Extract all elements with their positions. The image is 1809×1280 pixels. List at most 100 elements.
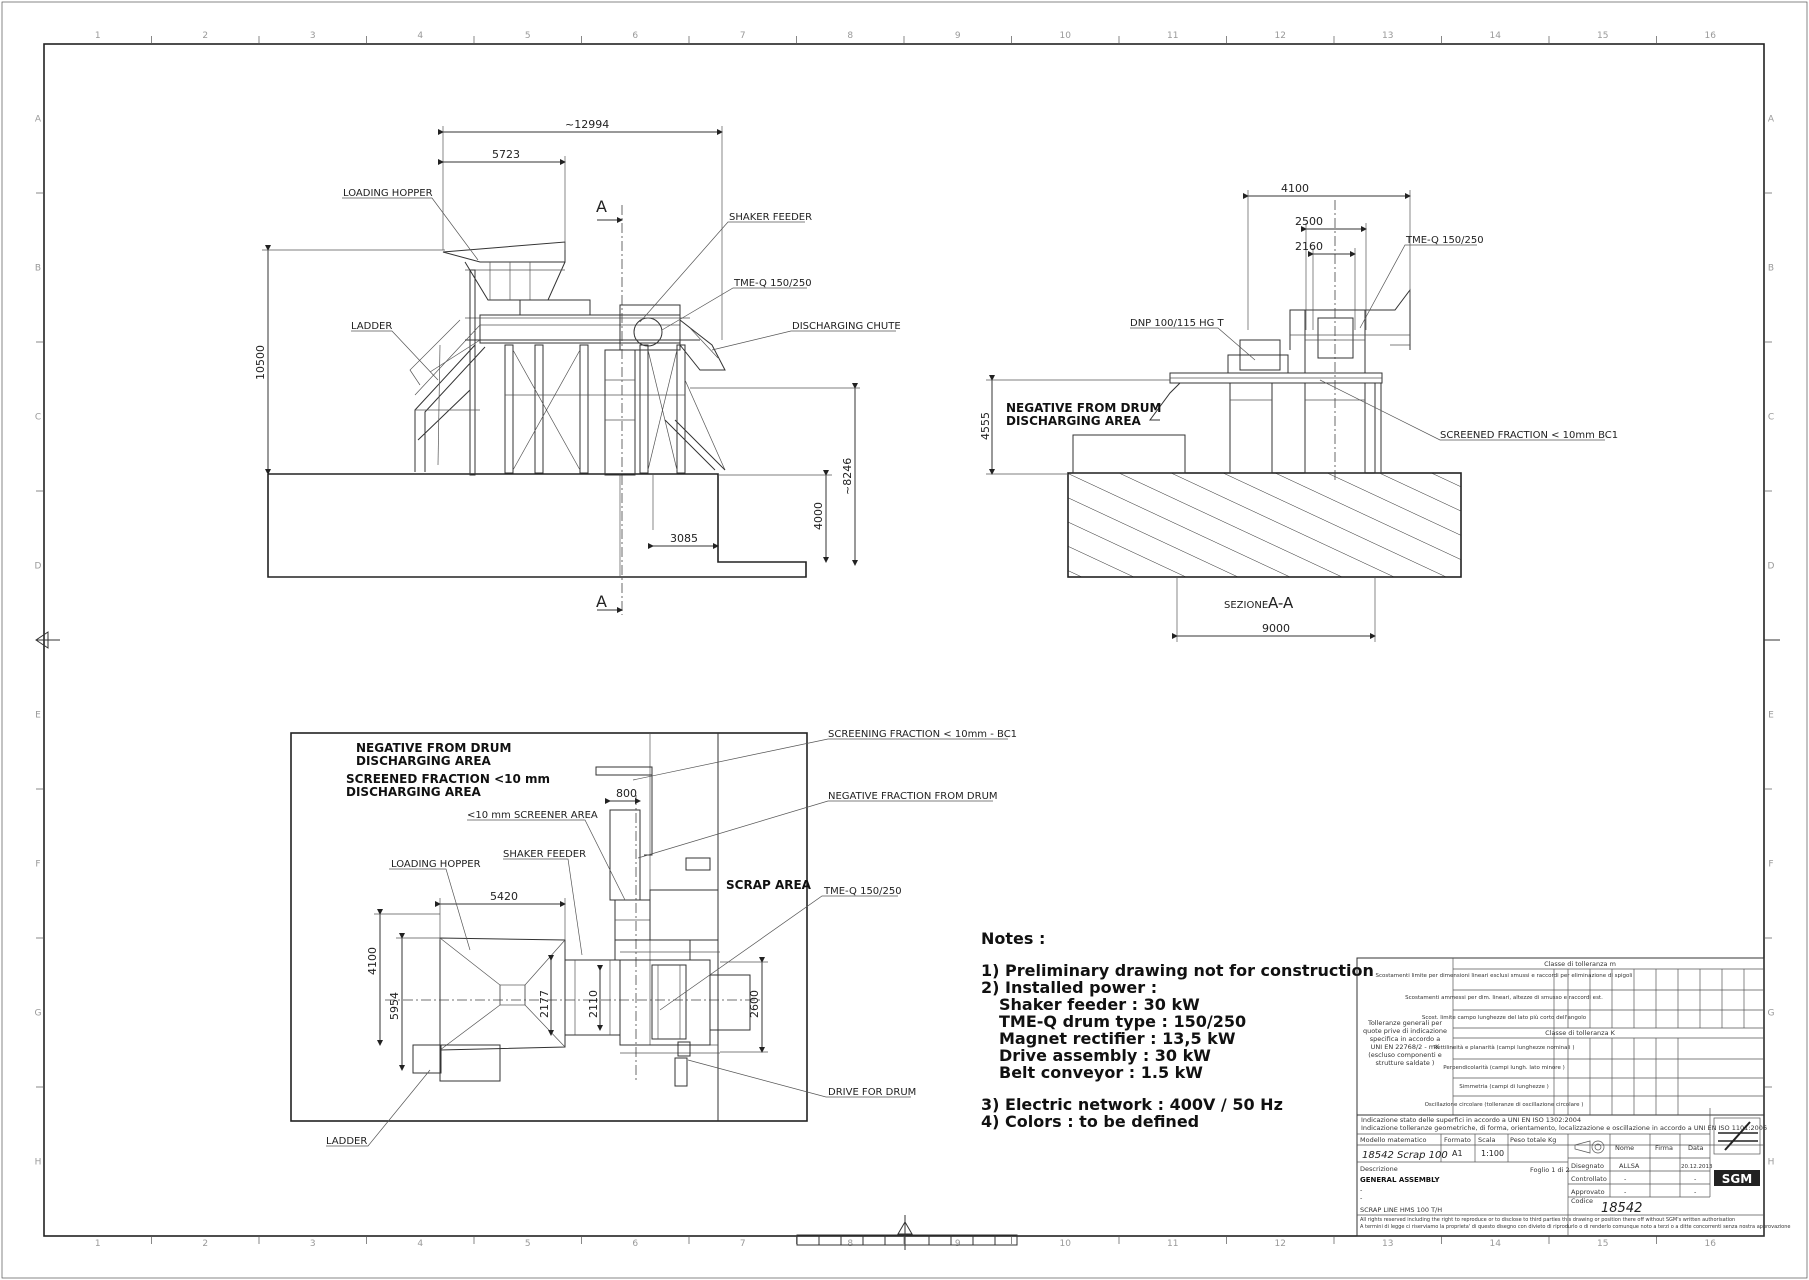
grid-col-label-top: 6 xyxy=(632,31,638,41)
note-1: 1) Preliminary drawing not for construct… xyxy=(981,961,1374,980)
svg-text:Scostamenti ammessi per dim. l: Scostamenti ammessi per dim. lineari, al… xyxy=(1405,995,1603,1001)
label-discharging-chute: DISCHARGING CHUTE xyxy=(792,321,901,332)
svg-text:Perpendicolarità (campi lungh.: Perpendicolarità (campi lungh. lato mino… xyxy=(1443,1064,1564,1071)
section-title-small: SEZIONE xyxy=(1224,600,1268,611)
data-value: 20.12.2013 xyxy=(1681,1164,1713,1170)
grid-col-label-bottom: 15 xyxy=(1597,1239,1608,1249)
grid-col-label-bottom: 5 xyxy=(525,1239,531,1249)
nome-label: Nome xyxy=(1615,1144,1634,1152)
svg-text:Rettilineità e planarità (camp: Rettilineità e planarità (campi lunghezz… xyxy=(1434,1044,1575,1051)
grid-col-label-bottom: 12 xyxy=(1275,1239,1286,1249)
label-shaker-feeder: SHAKER FEEDER xyxy=(729,212,812,223)
svg-text:(escluso componenti e: (escluso componenti e xyxy=(1368,1051,1442,1059)
section-title-big: A-A xyxy=(1268,594,1294,612)
plan-labels: NEGATIVE FROM DRUM DISCHARGING AREA SCRE… xyxy=(326,729,1017,1147)
line-name: SCRAP LINE HMS 100 T/H xyxy=(1360,1206,1442,1214)
sgm-logo: SGM xyxy=(1713,1117,1761,1186)
grid-col-label-bottom: 11 xyxy=(1167,1239,1178,1249)
surface-note: Indicazione stato delle superfici in acc… xyxy=(1361,1116,1581,1124)
foglio: Foglio 1 di 2 xyxy=(1530,1166,1570,1174)
grid-col-label-bottom: 4 xyxy=(417,1239,423,1249)
svg-text:UNI EN 22768/2 - mK: UNI EN 22768/2 - mK xyxy=(1371,1043,1440,1051)
dim-hopper-width: 5723 xyxy=(492,148,520,161)
grid-col-label-top: 4 xyxy=(417,31,423,41)
grid-col-label-top: 16 xyxy=(1705,31,1717,41)
label-plan-shaker-feeder: SHAKER FEEDER xyxy=(503,849,586,860)
classe-k: Classe di tolleranza K xyxy=(1545,1029,1616,1037)
grid-row-label-left: E xyxy=(35,711,41,721)
dim-4555: 4555 xyxy=(979,412,992,440)
grid-col-label-top: 15 xyxy=(1597,31,1608,41)
note-2: 2) Installed power : xyxy=(981,978,1157,997)
grid-row-label-right: H xyxy=(1768,1158,1775,1168)
note-4: 4) Colors : to be defined xyxy=(981,1112,1199,1131)
grid-row-label-right: D xyxy=(1768,562,1775,572)
section-labels: TME-Q 150/250 DNP 100/115 HG T NEGATIVE … xyxy=(1006,235,1618,612)
grid-col-label-top: 10 xyxy=(1060,31,1072,41)
label-dnp: DNP 100/115 HG T xyxy=(1130,318,1225,329)
label-scrap-area: SCRAP AREA xyxy=(726,878,812,892)
approvato-label: Approvato xyxy=(1571,1188,1605,1196)
label-negative-area-1: NEGATIVE FROM DRUM xyxy=(1006,401,1161,415)
grid-col-label-bottom: 16 xyxy=(1705,1239,1717,1249)
grid-col-label-top: 8 xyxy=(847,31,853,41)
disegnato-label: Disegnato xyxy=(1571,1162,1604,1170)
grid-col-label-bottom: 6 xyxy=(632,1239,638,1249)
label-ladder: LADDER xyxy=(351,321,392,332)
grid-col-label-bottom: 2 xyxy=(202,1239,208,1249)
note-2d: Drive assembly : 30 kW xyxy=(999,1046,1211,1065)
grid-col-label-bottom: 1 xyxy=(95,1239,101,1249)
label-plan-negative-2: DISCHARGING AREA xyxy=(356,754,492,768)
svg-text:strutture saldate ): strutture saldate ) xyxy=(1376,1059,1435,1067)
grid-col-label-top: 5 xyxy=(525,31,531,41)
dim-9000: 9000 xyxy=(1262,622,1290,635)
grid-row-label-right: C xyxy=(1768,413,1774,423)
grid-row-label-left: A xyxy=(35,115,42,125)
dim-2500: 2500 xyxy=(1295,215,1323,228)
label-plan-negative-1: NEGATIVE FROM DRUM xyxy=(356,741,511,755)
grid-col-label-top: 11 xyxy=(1167,31,1178,41)
label-plan-tme-q: TME-Q 150/250 xyxy=(823,886,902,897)
label-screener-area: <10 mm SCREENER AREA xyxy=(467,810,598,821)
disegnato-value: ALLSA xyxy=(1619,1162,1640,1170)
svg-text:Tolleranze generali per: Tolleranze generali per xyxy=(1367,1019,1442,1027)
grid-col-label-top: 1 xyxy=(95,31,101,41)
label-loading-hopper: LOADING HOPPER xyxy=(343,188,433,199)
codice-value: 18542 xyxy=(1601,1201,1642,1216)
logo-text: SGM xyxy=(1722,1172,1752,1186)
plan-frame xyxy=(290,732,808,1122)
dim-pit-width: 3085 xyxy=(670,532,698,545)
descrizione-value: GENERAL ASSEMBLY xyxy=(1360,1176,1441,1184)
grid-row-label-left: B xyxy=(35,264,41,274)
classe-m: Classe di tolleranza m xyxy=(1544,960,1616,968)
dim-5420: 5420 xyxy=(490,890,518,903)
svg-text:Scostamenti limite per dimensi: Scostamenti limite per dimensioni linear… xyxy=(1376,973,1633,979)
dim-5954: 5954 xyxy=(388,992,401,1020)
dim-2177: 2177 xyxy=(538,990,551,1018)
grid-col-label-bottom: 14 xyxy=(1490,1239,1502,1249)
descrizione-label: Descrizione xyxy=(1360,1165,1398,1173)
grid-col-label-top: 7 xyxy=(740,31,746,41)
svg-text:quote prive di indicazione: quote prive di indicazione xyxy=(1363,1027,1447,1035)
tolerance-rows: Scostamenti limite per dimensioni linear… xyxy=(1376,973,1633,1108)
label-plan-loading-hopper: LOADING HOPPER xyxy=(391,859,481,870)
side-view-dimensions: ~12994 5723 10500 ~8246 4000 3085 xyxy=(254,118,860,566)
grid-marks: 1122334455667788991010111112121313141415… xyxy=(35,31,1775,1249)
grid-row-label-right: G xyxy=(1768,1009,1775,1019)
dim-total-width: ~12994 xyxy=(565,118,609,131)
side-view-labels: LOADING HOPPER SHAKER FEEDER TME-Q 150/2… xyxy=(342,188,901,381)
grid-row-label-right: F xyxy=(1768,860,1773,870)
geometric-note: Indicazione tolleranze geometriche, di f… xyxy=(1361,1124,1767,1132)
rights-en: All rights reserved including the right … xyxy=(1360,1217,1735,1223)
dim-2600: 2600 xyxy=(748,990,761,1018)
svg-text:Simmetria (campi di lunghezze: Simmetria (campi di lunghezze ) xyxy=(1459,1084,1549,1090)
plan-dimensions: 800 5420 4100 5954 2177 2110 2600 xyxy=(366,787,768,1071)
svg-text:-: - xyxy=(1694,1175,1697,1183)
note-2a: Shaker feeder : 30 kW xyxy=(999,995,1200,1014)
label-negative-fraction: NEGATIVE FRACTION FROM DRUM xyxy=(828,791,998,802)
scala-label: Scala xyxy=(1478,1136,1495,1144)
data-label: Data xyxy=(1688,1144,1704,1152)
label-plan-ladder: LADDER xyxy=(326,1136,367,1147)
label-screening-fraction: SCREENING FRACTION < 10mm - BC1 xyxy=(828,729,1017,740)
grid-col-label-top: 2 xyxy=(202,31,208,41)
